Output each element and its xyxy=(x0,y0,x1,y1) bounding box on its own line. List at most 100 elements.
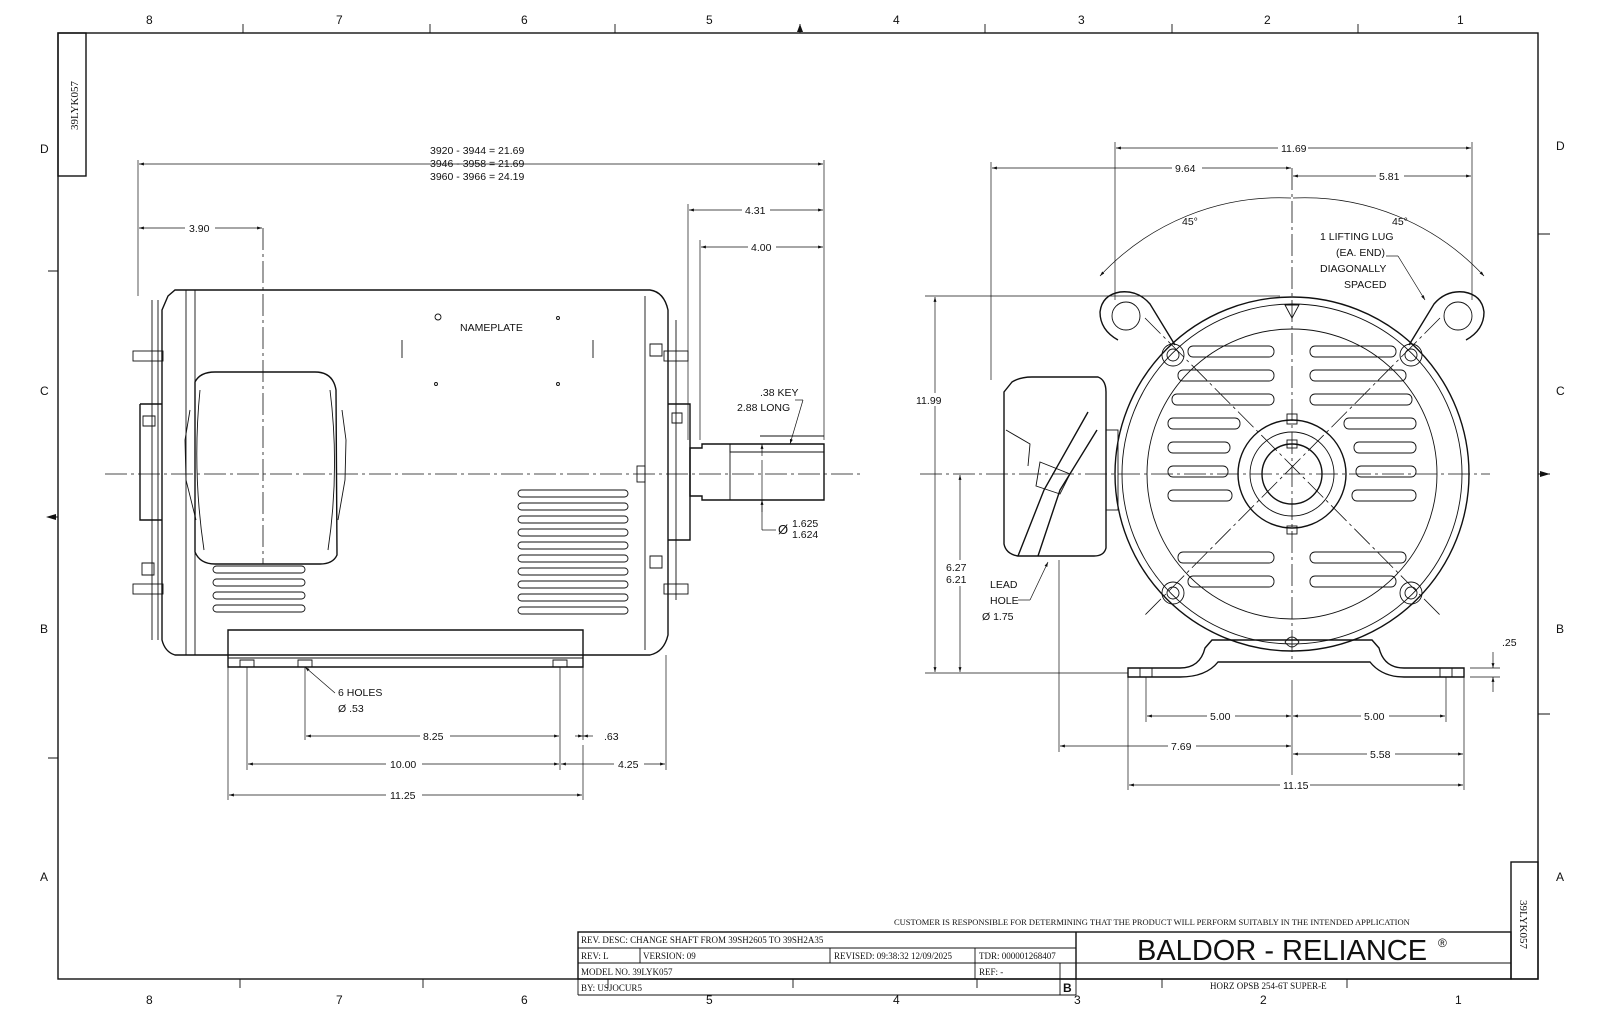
title-block: CUSTOMER IS RESPONSIBLE FOR DETERMINING … xyxy=(577,917,1512,996)
zone-left-d: D xyxy=(40,142,49,156)
dim-4-25: 4.25 xyxy=(618,759,639,771)
zone-right-a: A xyxy=(1556,870,1564,884)
zone-top-6: 6 xyxy=(521,13,528,27)
lug-label-2: (EA. END) xyxy=(1336,247,1385,259)
dim-11-25: 11.25 xyxy=(390,790,416,802)
dim-0-25: .25 xyxy=(1502,637,1517,649)
side-view xyxy=(105,228,860,668)
zone-labels-side: D C B A D C B A xyxy=(40,139,1565,884)
holes-label-1: 6 HOLES xyxy=(338,687,382,699)
dim-5-81: 5.81 xyxy=(1379,171,1400,183)
frame-outer xyxy=(1114,296,1470,652)
end-vent-slots xyxy=(1167,345,1417,588)
brand-name: BALDOR - RELIANCE xyxy=(1137,935,1427,967)
dim-10-00: 10.00 xyxy=(390,759,416,771)
dim-6-21: 6.21 xyxy=(946,574,967,586)
zone-bottom-4: 4 xyxy=(893,993,900,1007)
dim-4-00: 4.00 xyxy=(751,242,772,254)
shaft xyxy=(689,443,825,501)
zone-top-7: 7 xyxy=(336,13,343,27)
zone-bottom-7: 7 xyxy=(336,993,343,1007)
zone-top-1: 1 xyxy=(1457,13,1464,27)
rev-desc: REV. DESC: CHANGE SHAFT FROM 39SH2605 TO… xyxy=(581,935,824,945)
dim-11-15: 11.15 xyxy=(1283,780,1309,792)
ref: REF: - xyxy=(979,967,1003,977)
dim-9-64: 9.64 xyxy=(1175,163,1196,175)
dim-7-69: 7.69 xyxy=(1171,741,1192,753)
lead-label-3: Ø 1.75 xyxy=(982,611,1014,623)
zone-labels-top: 8 7 6 5 4 3 2 1 xyxy=(146,13,1464,27)
sheet-size: B xyxy=(1063,981,1072,995)
holes-label-2: Ø .53 xyxy=(338,703,364,715)
revised: REVISED: 09:38:32 12/09/2025 xyxy=(834,951,953,961)
zone-top-4: 4 xyxy=(893,13,900,27)
lug-label-3: DIAGONALLY xyxy=(1320,263,1386,275)
motor-description: HORZ OPSB 254-6T SUPER-E xyxy=(1210,981,1327,991)
model-no: MODEL NO. 39LYK057 xyxy=(581,967,673,977)
dim-11-99: 11.99 xyxy=(916,395,942,407)
lifting-lugs xyxy=(1099,291,1485,346)
end-bolts xyxy=(1161,343,1423,605)
drawing-id-box-left: 39LYK057 xyxy=(57,32,87,177)
angle-left: 45° xyxy=(1182,216,1198,228)
drawing-id-box-right: 39LYK057 xyxy=(1510,861,1539,980)
drawing-id-right: 39LYK057 xyxy=(1517,900,1529,950)
conduit-box xyxy=(194,371,338,565)
zone-top-5: 5 xyxy=(706,13,713,27)
side-vent-slots-left xyxy=(212,565,306,613)
end-view xyxy=(920,168,1490,678)
dim-8-25: 8.25 xyxy=(423,731,444,743)
overall-length-1: 3920 - 3944 = 21.69 xyxy=(430,145,524,157)
side-dimensions: 3920 - 3944 = 21.69 3946 - 3958 = 21.69 … xyxy=(137,145,825,802)
zone-top-8: 8 xyxy=(146,13,153,27)
lead-label-1: LEAD xyxy=(990,579,1018,591)
zone-bottom-3: 3 xyxy=(1074,993,1081,1007)
dim-5-00-right: 5.00 xyxy=(1364,711,1385,723)
end-hub xyxy=(1237,419,1347,529)
end-shaft xyxy=(1261,443,1323,505)
end-feet xyxy=(1127,639,1465,678)
shaft-dia-1: 1.625 xyxy=(792,518,818,530)
zone-left-a: A xyxy=(40,870,48,884)
lug-label-4: SPACED xyxy=(1344,279,1387,291)
zone-right-b: B xyxy=(1556,622,1564,636)
dim-3-90: 3.90 xyxy=(189,223,210,235)
brand-mark: ® xyxy=(1438,936,1447,950)
dim-0-63: .63 xyxy=(604,731,619,743)
nameplate-label: NAMEPLATE xyxy=(460,322,523,334)
zone-left-b: B xyxy=(40,622,48,636)
by: BY: USJOCUR5 xyxy=(581,983,642,993)
zone-left-c: C xyxy=(40,384,49,398)
lead-label-2: HOLE xyxy=(990,595,1019,607)
dim-4-31: 4.31 xyxy=(745,205,766,217)
dim-5-00-left: 5.00 xyxy=(1210,711,1231,723)
dim-6-27: 6.27 xyxy=(946,562,967,574)
lug-label-1: 1 LIFTING LUG xyxy=(1320,231,1394,243)
disclaimer: CUSTOMER IS RESPONSIBLE FOR DETERMINING … xyxy=(894,917,1410,927)
dim-11-69: 11.69 xyxy=(1281,143,1307,155)
end-dimensions: 11.69 9.64 5.81 45° 45° 1 LIFTING LUG (E… xyxy=(914,141,1517,792)
zone-bottom-6: 6 xyxy=(521,993,528,1007)
zone-right-d: D xyxy=(1556,139,1565,153)
motor-frame xyxy=(161,289,669,656)
zone-right-c: C xyxy=(1556,384,1565,398)
shaft-dia-2: 1.624 xyxy=(792,529,818,541)
zone-top-2: 2 xyxy=(1264,13,1271,27)
version: VERSION: 09 xyxy=(643,951,696,961)
overall-length-2: 3946 - 3958 = 21.69 xyxy=(430,158,524,170)
rev: REV: L xyxy=(581,951,609,961)
shaft-dia-symbol: Ø xyxy=(778,522,788,537)
key-label-2: 2.88 LONG xyxy=(737,402,790,414)
zone-bottom-2: 2 xyxy=(1260,993,1267,1007)
zone-bottom-5: 5 xyxy=(706,993,713,1007)
zone-bottom-8: 8 xyxy=(146,993,153,1007)
overall-length-3: 3960 - 3966 = 24.19 xyxy=(430,171,524,183)
zone-bottom-1: 1 xyxy=(1455,993,1462,1007)
tdr: TDR: 000001268407 xyxy=(979,951,1056,961)
side-bolts xyxy=(132,343,689,595)
zone-labels-bottom: 8 7 6 5 4 3 2 1 xyxy=(146,993,1462,1007)
zone-top-3: 3 xyxy=(1078,13,1085,27)
side-vent-slots-right xyxy=(517,489,629,615)
sheet-border xyxy=(46,24,1550,988)
